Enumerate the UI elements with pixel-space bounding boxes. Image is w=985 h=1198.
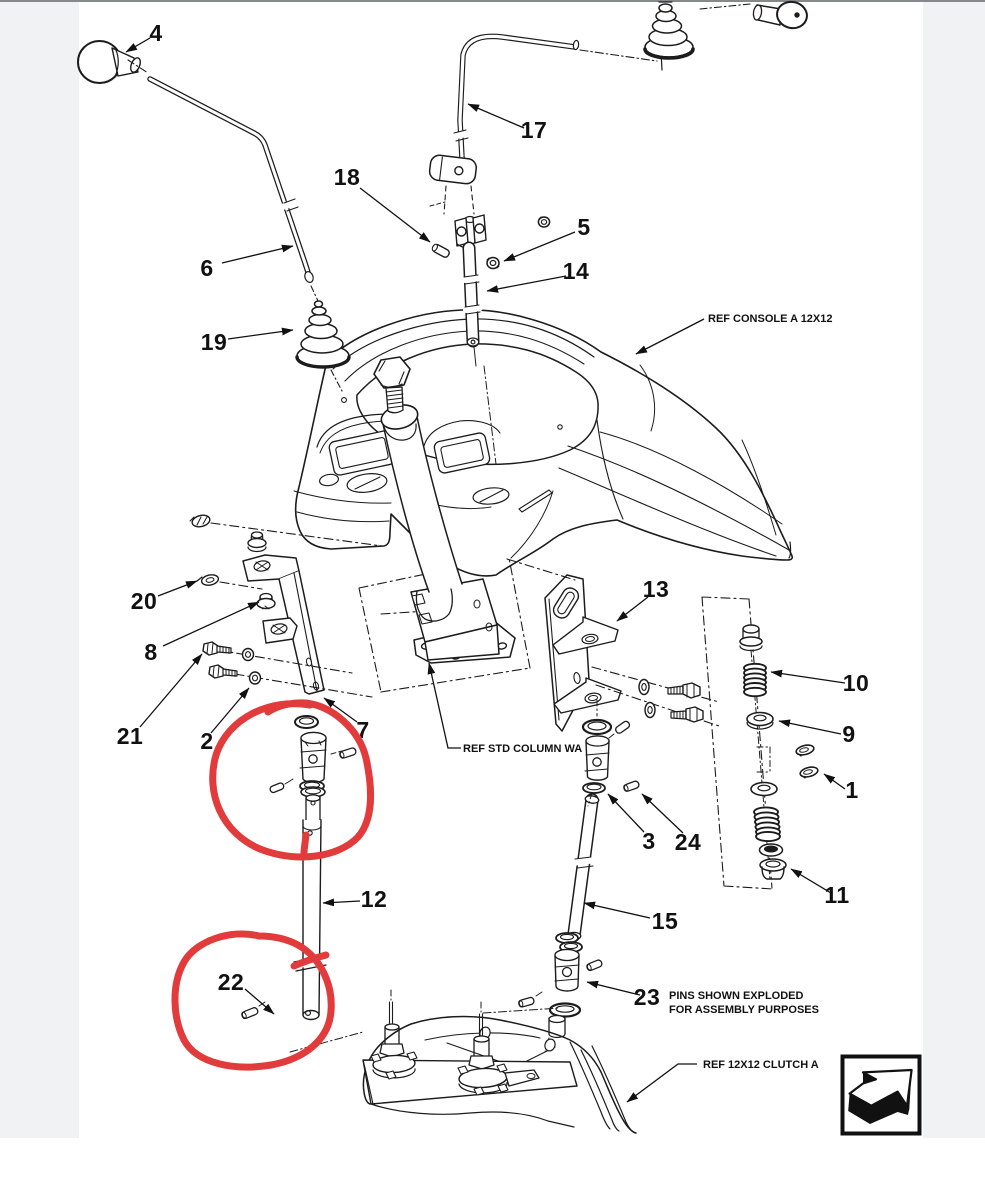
svg-text:22: 22 [218, 969, 245, 995]
svg-text:24: 24 [675, 829, 702, 855]
svg-text:8: 8 [144, 639, 157, 665]
svg-text:17: 17 [521, 117, 548, 143]
svg-text:9: 9 [842, 721, 855, 747]
svg-text:21: 21 [117, 723, 144, 749]
svg-text:20: 20 [131, 588, 158, 614]
svg-text:13: 13 [643, 576, 670, 602]
svg-text:6: 6 [200, 255, 213, 281]
svg-text:PINS SHOWN EXPLODED: PINS SHOWN EXPLODED [669, 990, 804, 1002]
svg-text:1: 1 [845, 777, 858, 803]
svg-text:REF STD COLUMN WA: REF STD COLUMN WA [463, 743, 582, 755]
svg-text:19: 19 [201, 329, 228, 355]
svg-text:23: 23 [634, 984, 661, 1010]
svg-text:5: 5 [577, 214, 590, 240]
svg-text:REF 12X12 CLUTCH A: REF 12X12 CLUTCH A [703, 1059, 819, 1071]
svg-text:14: 14 [563, 258, 590, 284]
svg-text:11: 11 [824, 882, 849, 908]
svg-text:4: 4 [149, 20, 162, 46]
svg-text:10: 10 [843, 670, 870, 696]
svg-text:3: 3 [642, 828, 655, 854]
svg-text:15: 15 [652, 908, 679, 934]
svg-text:REF CONSOLE A 12X12: REF CONSOLE A 12X12 [708, 313, 833, 325]
svg-text:2: 2 [200, 728, 213, 754]
svg-text:FOR ASSEMBLY PURPOSES: FOR ASSEMBLY PURPOSES [669, 1004, 819, 1016]
svg-text:12: 12 [361, 886, 388, 912]
svg-text:18: 18 [334, 164, 361, 190]
